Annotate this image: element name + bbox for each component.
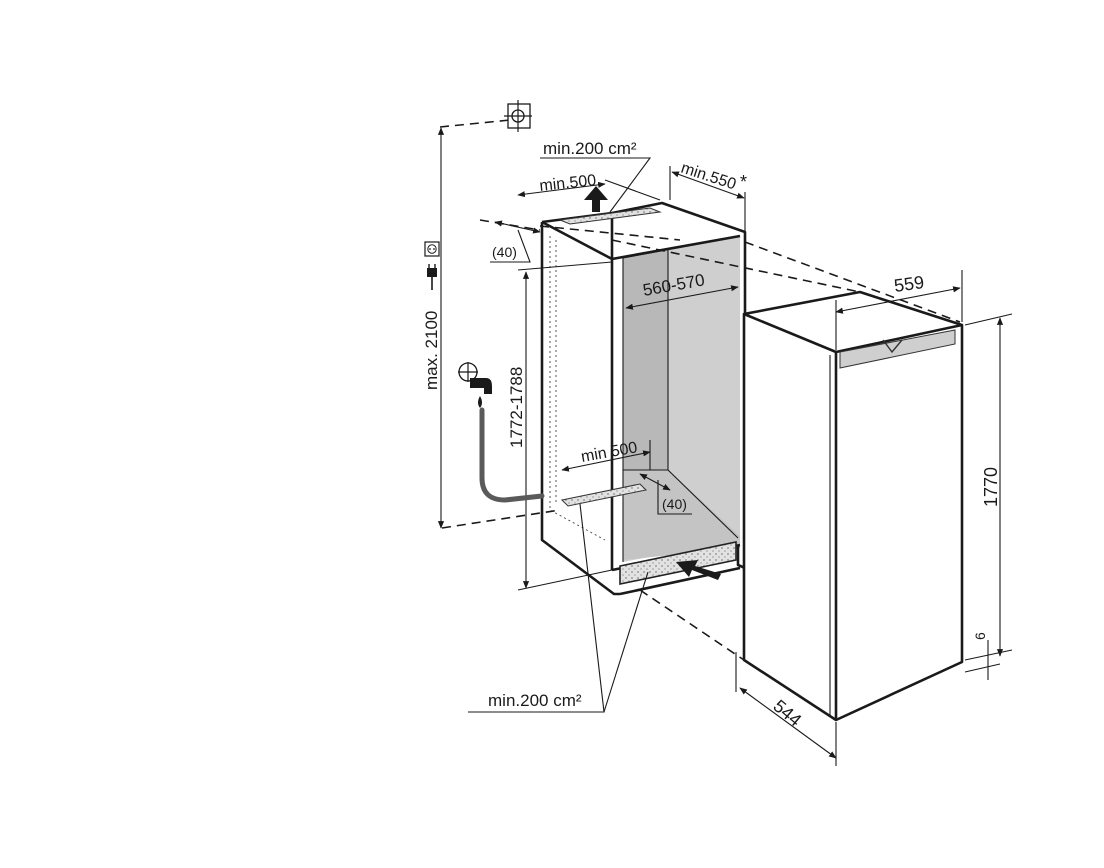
bottom-vent-area-leader-2 bbox=[603, 571, 649, 713]
niche-outline-front bbox=[540, 222, 620, 596]
label-niche-depth-note: * bbox=[740, 172, 747, 192]
plug-icon bbox=[427, 264, 437, 290]
niche-hidden-line-a bbox=[549, 236, 606, 541]
label-max-height: max. 2100 bbox=[422, 311, 441, 390]
dim-top-offset-leader bbox=[490, 229, 531, 263]
dim-appliance-height-ext-top bbox=[964, 313, 1013, 326]
airflow-up-arrow bbox=[584, 186, 608, 212]
appliance-top-right-edge bbox=[835, 323, 963, 354]
ref-line-top-front bbox=[539, 225, 681, 241]
power-socket-icon bbox=[424, 241, 440, 257]
niche-inner-edge-e bbox=[667, 469, 739, 539]
label-bottom-offset: (40) bbox=[662, 496, 687, 512]
appliance-top-vent bbox=[839, 329, 956, 369]
dim-niche-width-line bbox=[625, 285, 739, 310]
ref-line-floor bbox=[441, 509, 561, 529]
dim-niche-depth-line bbox=[671, 171, 745, 199]
dim-top-offset-line bbox=[494, 220, 541, 234]
bottom-vent-area-leader bbox=[468, 503, 605, 713]
dim-niche-height-ext-top bbox=[517, 261, 613, 271]
top-vent-area-leader bbox=[540, 157, 652, 213]
dim-bottom-offset-leader bbox=[657, 480, 692, 515]
appliance-hinge-mark bbox=[882, 339, 903, 354]
label-appliance-depth: 544 bbox=[769, 696, 805, 731]
label-top-offset: (40) bbox=[492, 244, 517, 260]
dim-niche-height-ext-bottom bbox=[517, 569, 613, 591]
ref-line-top bbox=[611, 239, 861, 293]
dim-bottom-offset-line bbox=[639, 473, 671, 491]
dimensions bbox=[437, 127, 1013, 766]
water-hose bbox=[479, 407, 545, 503]
dim-plinth-gap-ext bbox=[964, 663, 1001, 673]
label-plinth-gap: 6 bbox=[972, 632, 988, 640]
niche-inner-edge-b bbox=[622, 235, 741, 259]
niche-inner-floor bbox=[623, 470, 740, 560]
water-tap-icon bbox=[458, 362, 492, 408]
appliance bbox=[742, 290, 964, 722]
label-top-vent-area: min.200 cm² bbox=[543, 139, 637, 158]
ref-line-bottom bbox=[639, 589, 745, 661]
niche-opening-left bbox=[541, 220, 614, 570]
appliance-top-front-edge bbox=[743, 312, 837, 354]
airflow-in-arrow bbox=[676, 560, 721, 580]
label-appliance-height: 1770 bbox=[981, 467, 1001, 507]
dim-appliance-depth-line bbox=[739, 687, 837, 759]
plumb-level-icon bbox=[504, 100, 532, 132]
niche-cabinet bbox=[540, 186, 747, 640]
top-vent-grille bbox=[558, 207, 662, 225]
niche-side-bottom bbox=[619, 566, 741, 596]
ref-line-top-2 bbox=[744, 241, 961, 323]
niche-outline-top-right bbox=[611, 201, 747, 350]
label-top-vent-depth: min.500 bbox=[539, 172, 597, 195]
label-appliance-width: 559 bbox=[893, 272, 926, 296]
label-bottom-vent-area: min.200 cm² bbox=[488, 691, 582, 710]
dim-appliance-width-line bbox=[835, 286, 961, 314]
dim-bottom-depth-line bbox=[561, 450, 651, 472]
label-niche-height: 1772-1788 bbox=[507, 367, 526, 448]
dim-top-depth-ext bbox=[604, 179, 661, 201]
label-niche-depth: min.550 bbox=[679, 160, 738, 194]
dim-top-depth-line bbox=[517, 181, 606, 198]
